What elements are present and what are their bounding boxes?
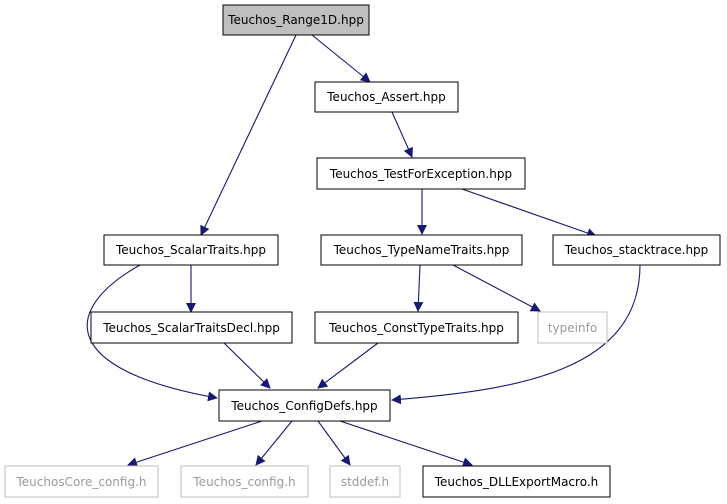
edge-configdefs-to-dllexport [339,420,473,467]
node-typeinfo[interactable]: typeinfo [537,311,608,344]
node-dllexport-label: Teuchos_DLLExportMacro.h [434,475,599,489]
node-stacktrace[interactable]: Teuchos_stacktrace.hpp [552,234,721,266]
node-typenametraits[interactable]: Teuchos_TypeNameTraits.hpp [320,234,523,266]
edge-range1d-to-assert [311,34,371,83]
node-typeinfo-label: typeinfo [548,321,597,335]
edge-consttypetraits-to-configdefs [317,342,379,389]
node-dllexport[interactable]: Teuchos_DLLExportMacro.h [422,465,611,498]
node-typenametraits-label: Teuchos_TypeNameTraits.hpp [333,243,510,257]
node-stddef-label: stddef.h [341,475,389,489]
edge-scalartraits-to-configdefs [86,264,218,402]
edge-range1d-to-scalartraits [200,34,297,236]
node-configdefs[interactable]: Teuchos_ConfigDefs.hpp [218,389,391,422]
edge-assert-to-testforexception [391,111,413,158]
node-teuchoscore-config[interactable]: TeuchosCore_config.h [4,465,159,498]
edge-configdefs-to-teuchoscore-config [127,420,263,467]
node-teuchos-config-label: Teuchos_config.h [192,475,295,489]
node-consttypetraits[interactable]: Teuchos_ConstTypeTraits.hpp [314,311,519,344]
node-consttypetraits-label: Teuchos_ConstTypeTraits.hpp [328,321,504,335]
edge-configdefs-to-teuchos-config [255,420,293,466]
node-teuchoscore-config-label: TeuchosCore_config.h [16,475,147,489]
node-scalartraits-label: Teuchos_ScalarTraits.hpp [115,243,266,257]
node-scalartraitsdecl[interactable]: Teuchos_ScalarTraitsDecl.hpp [90,311,293,344]
node-assert-label: Teuchos_Assert.hpp [326,90,445,104]
edge-testforexception-to-stacktrace [461,188,597,238]
node-range1d-label: Teuchos_Range1D.hpp [227,13,364,27]
node-assert[interactable]: Teuchos_Assert.hpp [314,81,459,113]
node-stddef[interactable]: stddef.h [329,465,401,498]
node-range1d[interactable]: Teuchos_Range1D.hpp [222,4,370,36]
node-scalartraitsdecl-label: Teuchos_ScalarTraitsDecl.hpp [102,321,280,335]
node-configdefs-label: Teuchos_ConfigDefs.hpp [230,399,377,413]
node-testforexception[interactable]: Teuchos_TestForException.hpp [316,157,526,190]
node-testforexception-label: Teuchos_TestForException.hpp [329,167,512,181]
edge-scalartraitsdecl-to-configdefs [223,342,271,389]
node-stacktrace-label: Teuchos_stacktrace.hpp [564,243,709,257]
edge-stacktrace-to-configdefs [391,264,641,405]
edges [86,34,641,467]
node-teuchos-config[interactable]: Teuchos_config.h [180,465,309,498]
edge-typenametraits-to-typeinfo [452,264,541,312]
edge-configdefs-to-stddef [317,420,351,466]
edge-typenametraits-to-consttypetraits [413,264,424,312]
node-scalartraits[interactable]: Teuchos_ScalarTraits.hpp [103,234,279,266]
